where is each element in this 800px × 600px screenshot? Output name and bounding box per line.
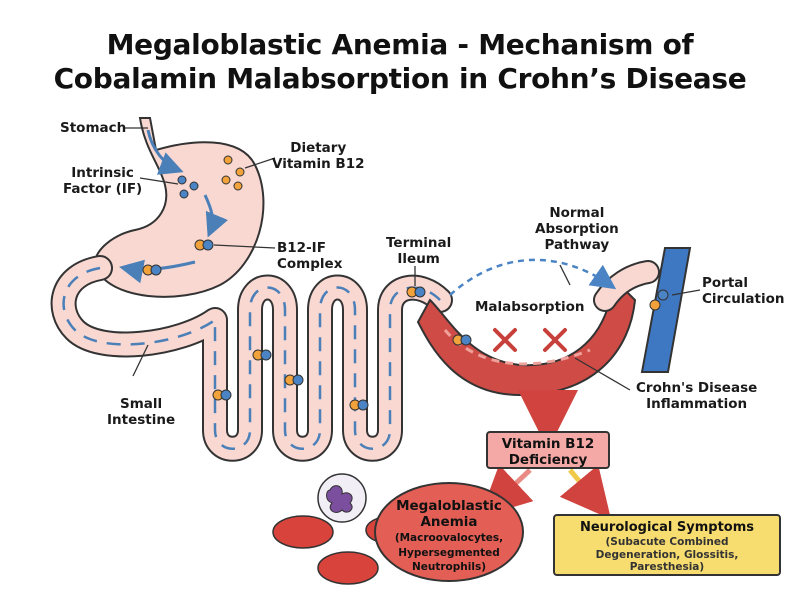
deficiency-to-anemia-arrow [479, 464, 534, 518]
deficiency-line-2: Deficiency [508, 452, 588, 468]
title-line-1: Megaloblastic Anemia - Mechanism of [106, 28, 694, 61]
neuro-line-2: Degeneration, Glossitis, [595, 548, 739, 561]
label-stomach: Stomach [60, 120, 127, 136]
anemia-line-1: Megaloblastic [396, 498, 502, 514]
neuro-title: Neurological Symptoms [579, 520, 755, 535]
anemia-line-3: (Macroovalocytes, [394, 532, 504, 544]
deficiency-to-neuro-arrow [559, 464, 612, 520]
terminal-ileum-inflamed [416, 260, 660, 397]
anemia-line-4: Hypersegmented [398, 546, 500, 559]
stomach-illustration [93, 117, 265, 298]
label-malabsorption: Malabsorption [475, 299, 585, 315]
neuro-line-1: (Subacute Combined [605, 536, 729, 548]
vitamin-b12-deficiency-box: Vitamin B12 Deficiency [486, 431, 610, 469]
leader-lines [124, 127, 701, 391]
portal-vein [640, 247, 692, 373]
small-intestine-illustration [50, 255, 453, 462]
neutrophil-cell [317, 473, 367, 523]
anemia-line-2: Anemia [420, 514, 478, 530]
if-particles [150, 175, 669, 411]
normal-absorption-arrow [449, 258, 617, 296]
page-title: Megaloblastic Anemia - Mechanism of Coba… [0, 28, 800, 96]
anemia-line-5: Neutrophils) [411, 561, 487, 573]
deficiency-line-1: Vitamin B12 [501, 436, 595, 452]
blocked-absorption-marks [493, 328, 567, 352]
megaloblastic-anemia-ellipse: Megaloblastic Anemia (Macroovalocytes, H… [374, 482, 524, 582]
title-line-2: Cobalamin Malabsorption in Crohn’s Disea… [53, 62, 747, 95]
neuro-line-3: Paresthesia) [629, 561, 705, 573]
neurological-symptoms-box: Neurological Symptoms (Subacute Combined… [553, 514, 781, 576]
